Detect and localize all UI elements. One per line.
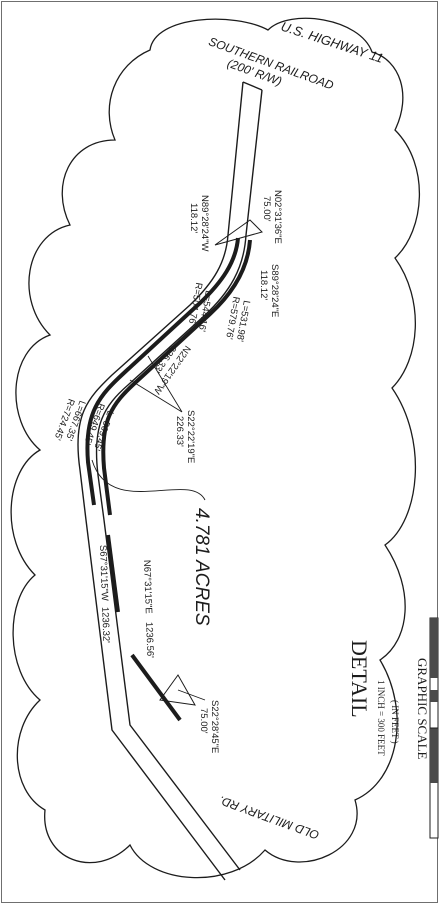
n02-bearing: N02°31'36"E	[272, 190, 283, 244]
label-area: 4.781 ACRES	[191, 508, 212, 626]
s22-distance: 226.33'	[174, 416, 185, 447]
n89-distance: 118.12'	[188, 203, 199, 233]
row-boundary-inner	[95, 89, 263, 871]
s89-bearing: S89°28'24"E	[269, 264, 280, 317]
label-s22: S22°22'19"E 226.33'	[174, 410, 196, 463]
highway-text: U.S. HIGHWAY 11	[279, 19, 385, 66]
parcel-line-west	[85, 237, 240, 506]
label-curve1: L=531.98' R=579.76'	[223, 296, 252, 343]
graphic-scale: GRAPHIC SCALE ( IN FEET ) 1 INCH = 300 F…	[376, 612, 441, 844]
s22b-bearing: S22°28'45"E	[209, 700, 220, 753]
n67-distance: 1236.56'	[143, 622, 155, 659]
label-n67: N67°31'15"E 1236.56'	[141, 560, 155, 659]
s67-distance: 1236.32'	[99, 607, 111, 644]
label-highway: U.S. HIGHWAY 11	[279, 19, 385, 66]
parcel-line-south-west	[106, 534, 120, 613]
parcel-line-east	[101, 239, 252, 516]
label-s22b: S22°28'45"E 75.00'	[198, 700, 220, 753]
label-curve2: L=544.16' R=504.76'	[186, 282, 214, 333]
label-road: OLD MILITARY RD.	[217, 793, 321, 842]
label-curve3: L=667.35' R=724.45'	[51, 397, 87, 442]
scale-bar-seg-3	[430, 728, 438, 783]
tie-triangle-south	[159, 674, 196, 706]
label-railroad: SOUTHERN RAILROAD (200' R/W)	[207, 34, 336, 92]
scale-bar-seg-2	[430, 690, 438, 702]
label-n02: N02°31'36"E 75.00'	[261, 190, 283, 244]
s22b-distance: 75.00'	[198, 708, 209, 734]
label-detail: DETAIL	[347, 640, 372, 718]
scale-bar-seg-1	[430, 618, 438, 678]
label-s89: S89°28'24"E 118.12'	[258, 264, 280, 317]
area-text: 4.781 ACRES	[191, 508, 212, 626]
parcel-line-south-east	[130, 653, 182, 722]
cloud-boundary	[10, 17, 421, 879]
n02-distance: 75.00'	[261, 196, 272, 222]
row-endcap-north	[242, 81, 263, 91]
n67-bearing: N67°31'15"E	[141, 560, 154, 614]
row-boundary-outer	[77, 81, 244, 881]
scale-units: ( IN FEET )	[390, 700, 400, 744]
leader-acres	[91, 459, 206, 501]
label-n89: N89°28'24"W 118.12'	[188, 195, 210, 252]
n89-bearing: N89°28'24"W	[199, 195, 210, 252]
s67-bearing: S67°31'15"W	[97, 545, 110, 601]
scale-bar	[429, 617, 439, 839]
s89-distance: 118.12'	[258, 270, 269, 300]
scale-title: GRAPHIC SCALE	[415, 658, 430, 760]
detail-title: DETAIL	[347, 640, 372, 718]
leader-226	[129, 355, 183, 413]
tie-triangle-north	[214, 219, 263, 246]
road-text: OLD MILITARY RD.	[217, 793, 321, 842]
s22-bearing: S22°22'19"E	[185, 410, 196, 463]
label-s67: S67°31'15"W 1236.32'	[97, 545, 111, 644]
scale-ratio: 1 INCH = 300 FEET	[376, 680, 386, 756]
leader-s22b	[177, 689, 206, 701]
